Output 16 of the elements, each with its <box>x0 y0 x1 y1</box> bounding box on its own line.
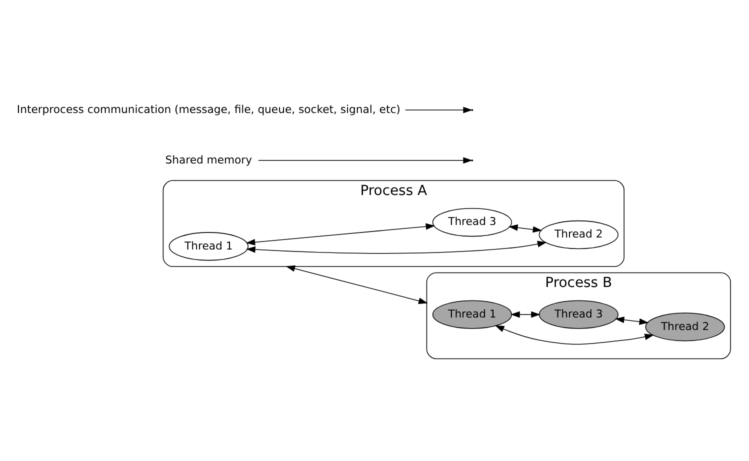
node-ellipse: Thread 3 <box>432 208 512 237</box>
node-ellipse: Thread 1 <box>168 232 248 261</box>
arrow <box>614 316 649 325</box>
arrow <box>404 106 472 114</box>
arrow <box>258 157 472 164</box>
arrow <box>510 311 540 318</box>
node-ellipse: Thread 1 <box>432 300 512 329</box>
node-text: Shared memory <box>165 153 252 166</box>
node-text: Interprocess communication (message, file, queue, socket, signal, etc) <box>16 102 400 116</box>
arrow <box>286 265 428 304</box>
arrow <box>508 224 542 233</box>
node-ellipse: Thread 2 <box>538 220 618 250</box>
arrow <box>246 223 436 246</box>
node-ellipse: Thread 3 <box>538 300 618 329</box>
arrow <box>246 240 547 254</box>
arrow <box>494 325 654 345</box>
